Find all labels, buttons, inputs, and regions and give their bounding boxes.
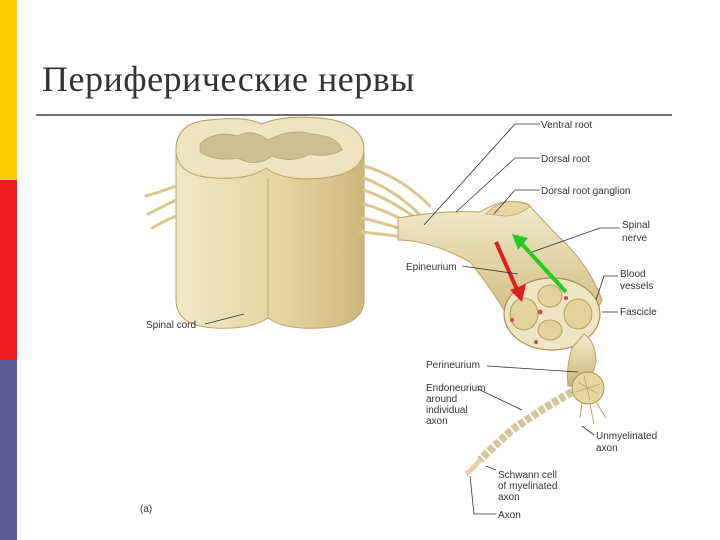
label-dorsal-root-ganglion: Dorsal root ganglion [541,186,631,197]
myelinated-axon [466,392,572,474]
label-ventral-root: Ventral root [541,120,592,131]
label-schwann-3: axon [498,492,520,503]
label-perineurium: Perineurium [426,360,480,371]
label-blood: Blood [620,269,646,280]
label-spinal-cord: Spinal cord [146,320,196,331]
label-unmyelinated-2: axon [596,443,618,454]
nerve-continuation [568,334,607,424]
label-axon: Axon [498,510,521,521]
panel-label: (a) [140,504,152,515]
label-schwann-2: of myelinated [498,481,557,492]
label-endoneurium-4: axon [426,416,448,427]
label-endoneurium-1: Endoneurium [426,383,485,394]
label-unmyelinated-1: Unmyelinated [596,431,657,442]
label-vessels: vessels [620,281,653,292]
label-endoneurium-3: individual [426,405,468,416]
label-endoneurium-2: around [426,394,457,405]
label-schwann-1: Schwann cell [498,470,557,481]
label-fascicle: Fascicle [620,307,657,318]
label-epineurium: Epineurium [406,262,457,273]
spinal-cord [176,117,364,328]
label-spinal: Spinal [622,220,650,231]
label-nerve: nerve [622,233,647,244]
label-dorsal-root: Dorsal root [541,154,590,165]
